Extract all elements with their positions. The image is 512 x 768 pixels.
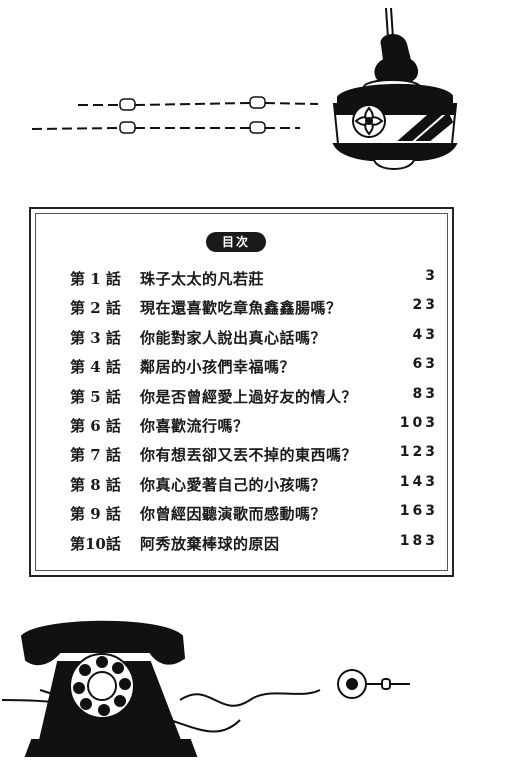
insulator-icon (119, 96, 266, 134)
page-number: 163 (399, 503, 438, 520)
page-number: 103 (399, 414, 438, 431)
chapter-number: 第 9 話 (70, 505, 121, 524)
chapter-title: 你能對家人說出真心話嗎？ (140, 328, 327, 347)
toc-entry[interactable]: 第 6 話 你喜歡流行嗎？ 103 (70, 410, 440, 439)
toc-entry[interactable]: 第 7 話 你有想丟卻又丟不掉的東西嗎？ 123 (70, 439, 440, 468)
hanging-lamp-icon (332, 7, 458, 170)
page-number: 63 (412, 356, 438, 373)
chapter-title: 你真心愛著自己的小孩嗎？ (140, 475, 327, 494)
page-number: 123 (399, 444, 438, 461)
chapter-title: 你喜歡流行嗎？ (140, 416, 249, 435)
page-number: 83 (412, 385, 438, 402)
toc-inner-border (35, 213, 448, 571)
page-number: 3 (425, 268, 438, 284)
page-number: 43 (412, 326, 438, 343)
chapter-title: 現在還喜歡吃章魚鑫鑫腸嗎？ (140, 299, 342, 318)
toc-frame (29, 207, 454, 577)
toc-entry[interactable]: 第 5 話 你是否曾經愛上過好友的情人？ 83 (70, 381, 440, 410)
toc-entry[interactable]: 第 3 話 你能對家人說出真心話嗎？ 43 (70, 322, 440, 351)
page-number: 143 (399, 473, 438, 490)
chapter-number: 第10話 (70, 534, 121, 553)
chapter-number: 第 7 話 (70, 446, 121, 465)
chapter-number: 第 6 話 (70, 416, 121, 435)
toc-entry[interactable]: 第 9 話 你曾經因聽演歌而感動嗎？ 163 (70, 498, 440, 527)
chapter-title: 阿秀放棄棒球的原因 (140, 534, 280, 553)
toc-entry[interactable]: 第 8 話 你真心愛著自己的小孩嗎？ 143 (70, 469, 440, 498)
chapter-number: 第 4 話 (70, 358, 121, 377)
chapter-number: 第 5 話 (70, 387, 121, 406)
chapter-number: 第 1 話 (70, 270, 121, 288)
toc-entry[interactable]: 第 4 話 鄰居的小孩們幸福嗎？ 63 (70, 351, 440, 380)
chapter-number: 第 8 話 (70, 475, 121, 494)
page-number: 183 (399, 532, 438, 549)
toc-list: 第 1 話 珠子太太的凡若莊 3 第 2 話 現在還喜歡吃章魚鑫鑫腸嗎？ 23 … (70, 263, 440, 557)
toc-entry[interactable]: 第10話 阿秀放棄棒球的原因 183 (70, 528, 440, 557)
chapter-title: 你曾經因聽演歌而感動嗎？ (140, 505, 327, 524)
wire-icon (31, 102, 319, 130)
toc-entry[interactable]: 第 1 話 珠子太太的凡若莊 3 (70, 263, 440, 292)
rotary-telephone-icon (1, 620, 410, 757)
chapter-title: 你是否曾經愛上過好友的情人？ (140, 387, 358, 406)
chapter-title: 珠子太太的凡若莊 (140, 270, 265, 288)
chapter-number: 第 2 話 (70, 299, 121, 318)
chapter-title: 鄰居的小孩們幸福嗎？ (140, 358, 296, 377)
toc-entry[interactable]: 第 2 話 現在還喜歡吃章魚鑫鑫腸嗎？ 23 (70, 292, 440, 321)
chapter-number: 第 3 話 (70, 328, 121, 347)
chapter-title: 你有想丟卻又丟不掉的東西嗎？ (140, 446, 358, 465)
toc-heading: 目次 (206, 232, 266, 252)
page-number: 23 (412, 297, 438, 314)
